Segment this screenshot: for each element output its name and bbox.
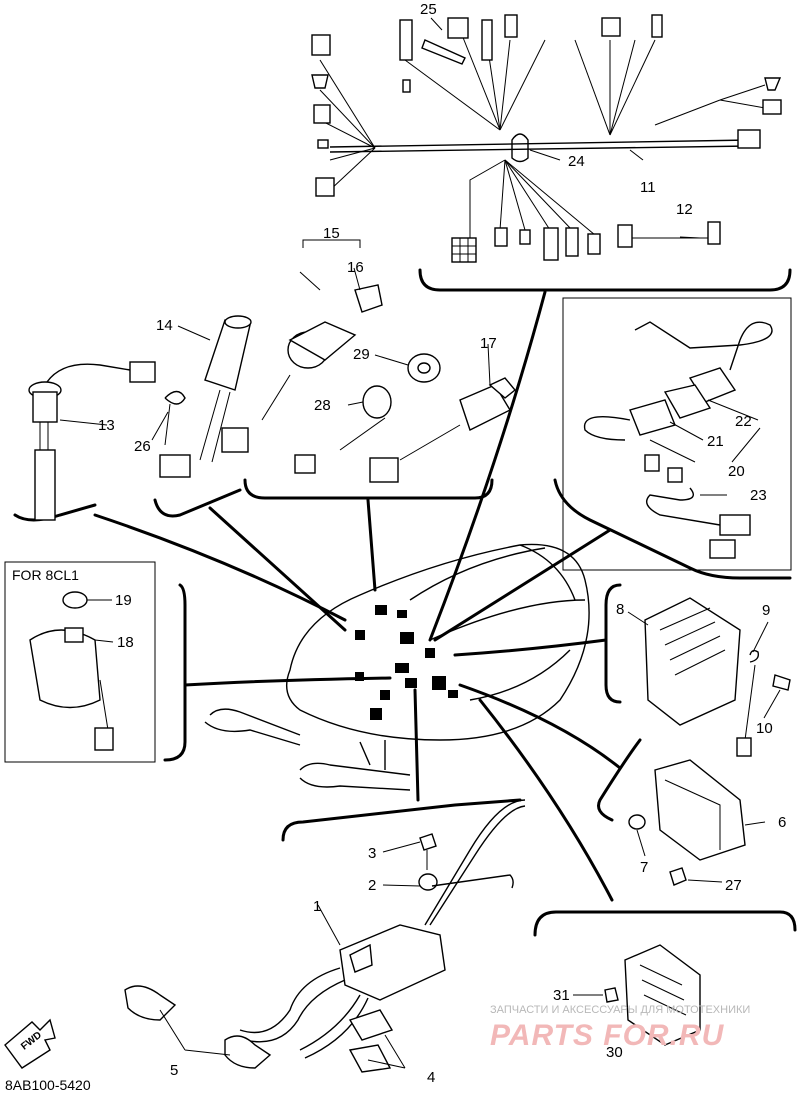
callout-14: 14	[156, 317, 173, 334]
callout-7: 7	[640, 859, 648, 876]
fwd-arrow-icon: FWD	[4, 1018, 56, 1069]
callout-13: 13	[98, 417, 115, 434]
callout-24: 24	[568, 153, 585, 170]
part-15-main-switch	[221, 239, 383, 453]
variant-label: FOR 8CL1	[12, 567, 79, 583]
callout-2: 2	[368, 877, 376, 894]
callout-12: 12	[676, 201, 693, 218]
callout-8: 8	[616, 601, 624, 618]
callout-9: 9	[762, 602, 770, 619]
callout-20: 20	[728, 463, 745, 480]
callout-11: 11	[640, 179, 656, 196]
part-1-ignition-coil	[124, 799, 526, 1073]
wire-harness	[311, 14, 782, 263]
part-13-sensor	[28, 361, 156, 521]
callout-28: 28	[314, 397, 331, 414]
callout-27: 27	[725, 877, 742, 894]
callout-leaders	[59, 17, 781, 1069]
part-20-23	[562, 297, 792, 571]
callout-5: 5	[170, 1062, 178, 1079]
callout-4: 4	[427, 1069, 435, 1086]
callout-1: 1	[313, 898, 321, 915]
callout-6: 6	[778, 814, 786, 831]
callout-15: 15	[323, 225, 340, 242]
callout-21: 21	[707, 433, 724, 450]
snowmobile-outline	[204, 543, 590, 791]
callout-25: 25	[420, 1, 437, 18]
callout-30: 30	[606, 1044, 623, 1061]
callout-31: 31	[553, 987, 570, 1004]
callout-10: 10	[756, 720, 773, 737]
callout-16: 16	[347, 259, 364, 276]
watermark: ЗАПЧАСТИ И АКСЕССУАРЫ ДЛЯ МОТОТЕХНИКИ PA…	[490, 1004, 750, 1052]
callout-29: 29	[353, 346, 370, 363]
group-brackets	[13, 268, 797, 937]
watermark-line2: PARTS FOR.RU	[490, 1019, 725, 1052]
part-30-rectifier	[604, 944, 701, 1046]
part-6-cdi	[628, 759, 746, 886]
callout-26: 26	[134, 438, 151, 455]
callout-17: 17	[480, 335, 497, 352]
variant-8cl1-frame	[4, 561, 156, 763]
part-8-regulator	[644, 597, 791, 757]
part-14	[159, 315, 252, 478]
part-28-29	[294, 353, 441, 474]
callout-labels: 1 2 3 4 5 6 7 8 9 10 11 12 13 14 15 16 1…	[98, 1, 786, 1086]
watermark-line1: ЗАПЧАСТИ И АКСЕССУАРЫ ДЛЯ МОТОТЕХНИКИ	[490, 1004, 750, 1016]
callout-3: 3	[368, 845, 376, 862]
diagram-code: 8AB100-5420	[5, 1077, 91, 1093]
callout-23: 23	[750, 487, 767, 504]
callout-19: 19	[115, 592, 132, 609]
callout-22: 22	[735, 413, 752, 430]
part-17	[369, 377, 516, 483]
leader-lines	[93, 290, 622, 902]
callout-18: 18	[117, 634, 134, 651]
